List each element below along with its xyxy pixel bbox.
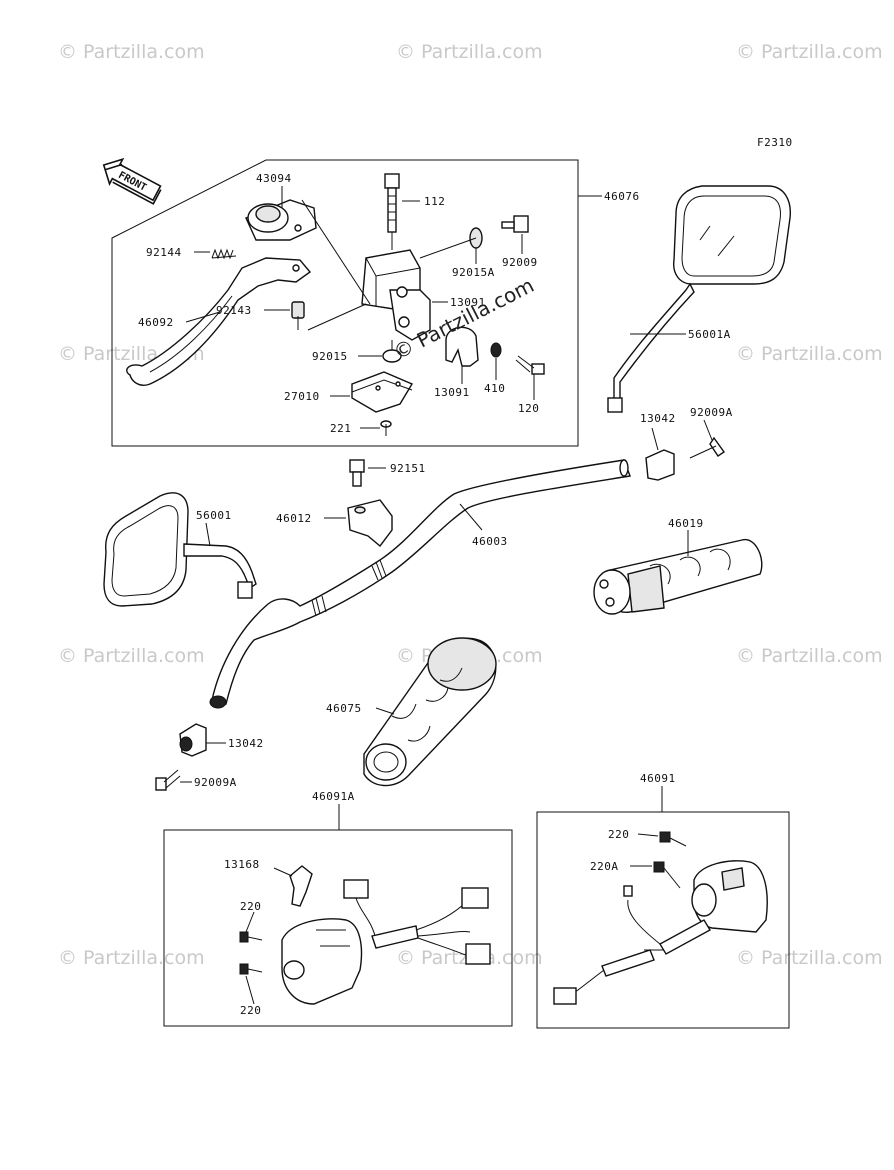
watermark: © Partzilla.com [58, 41, 205, 63]
bolt-92151 [349, 459, 365, 487]
watermark: © Partzilla.com [58, 947, 205, 969]
callout-220a: 220A [590, 860, 619, 873]
screw-220 [659, 831, 687, 847]
callout-120: 120 [518, 402, 539, 415]
callout-46091a: 46091A [312, 790, 355, 803]
bolt-112 [384, 173, 400, 250]
callout-46019: 46019 [668, 517, 704, 530]
grip-left [363, 637, 497, 787]
callout-13168: 13168 [224, 858, 260, 871]
callout-92143: 92143 [216, 304, 252, 317]
left-switch-housing [239, 865, 491, 1005]
handlebar [209, 459, 631, 709]
watermark: © Partzilla.com [736, 343, 883, 365]
screw-221 [380, 420, 392, 436]
callout-46003: 46003 [472, 535, 508, 548]
callout-220-lower-left: 220 [240, 1004, 261, 1017]
callout-221: 221 [330, 422, 351, 435]
watermark: © Partzilla.com [58, 645, 205, 667]
callout-92015: 92015 [312, 350, 348, 363]
clamp-13091 [445, 326, 479, 367]
callout-46075: 46075 [326, 702, 362, 715]
front-arrow-icon: FRONT [102, 157, 162, 205]
brake-switch [351, 371, 414, 413]
brake-lever [126, 257, 312, 386]
callout-56001a: 56001A [688, 328, 731, 341]
callout-92009a-lower: 92009A [194, 776, 237, 789]
callout-46091: 46091 [640, 772, 676, 785]
screw-220 [239, 931, 263, 943]
screw-92009a [689, 436, 725, 459]
callout-13042-upper: 13042 [640, 412, 676, 425]
leader-lines [180, 186, 713, 1005]
holder-46012 [347, 499, 393, 548]
callout-92009a-upper: 92009A [690, 406, 733, 419]
callout-220-upper-left: 220 [240, 900, 261, 913]
watermark: © Partzilla.com [736, 41, 883, 63]
callout-56001: 56001 [196, 509, 232, 522]
callout-13091-lower: 13091 [434, 386, 470, 399]
callout-92144: 92144 [146, 246, 182, 259]
callout-46076: 46076 [604, 190, 640, 203]
mirror-left [103, 492, 257, 607]
watermark: © Partzilla.com [736, 947, 883, 969]
callout-labels: 43094 92144 46092 92143 112 92009 92015A… [138, 172, 733, 1017]
watermark: © Partzilla.com [736, 645, 883, 667]
callout-410: 410 [484, 382, 505, 395]
callout-112: 112 [424, 195, 445, 208]
washer-410 [490, 342, 502, 358]
bar-end-weight [645, 449, 675, 481]
callout-46012: 46012 [276, 512, 312, 525]
watermark: © Partzilla.com [396, 41, 543, 63]
callout-92009: 92009 [502, 256, 538, 269]
screw-120 [515, 355, 545, 375]
grip-right [593, 539, 763, 615]
callout-13042-lower: 13042 [228, 737, 264, 750]
master-cylinder [361, 249, 431, 341]
fitting-92009 [501, 215, 529, 233]
figure-code: F2310 [757, 136, 793, 149]
callout-27010: 27010 [284, 390, 320, 403]
callout-92015a: 92015A [452, 266, 495, 279]
assembly-box-46076 [111, 159, 579, 447]
callout-43094: 43094 [256, 172, 292, 185]
right-switch-housing [553, 831, 768, 1005]
callout-13091-upper: 13091 [450, 296, 486, 309]
callout-220-right: 220 [608, 828, 629, 841]
assembly-box-46091a [163, 829, 513, 1027]
reservoir-cap [245, 199, 317, 241]
pivot-bushing [291, 301, 305, 319]
screw-220a [653, 861, 681, 889]
callout-92151: 92151 [390, 462, 426, 475]
assembly-box-46091 [536, 811, 790, 1029]
screw-92009a [155, 769, 181, 791]
callout-46092: 46092 [138, 316, 174, 329]
mirror-right [607, 185, 791, 413]
spring-icon [211, 248, 237, 260]
screw-220 [239, 963, 263, 975]
